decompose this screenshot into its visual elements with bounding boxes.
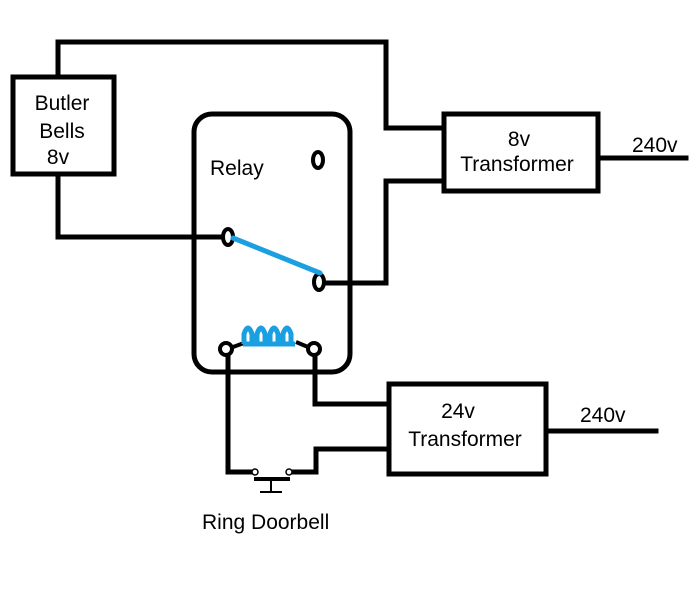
transformer-8v-label-line1: 8v <box>508 128 531 151</box>
coil-terminal-right <box>306 341 322 357</box>
transformer-24v-label-line1: 24v <box>441 400 475 423</box>
transformer-8v-input-label: 240v <box>632 134 678 157</box>
wire-bells-to-relay-common <box>55 171 224 240</box>
doorbell-push-button <box>228 468 316 493</box>
relay-armature <box>230 235 323 276</box>
relay-contact-no <box>312 272 326 292</box>
wire-bells-to-8v-transformer <box>55 39 446 131</box>
relay-contact-nc <box>311 150 325 170</box>
butler-bells-box <box>10 74 117 177</box>
wire-relay-no-to-8v-transformer <box>322 178 446 286</box>
wire-24v-transformer-to-doorbell <box>291 446 392 475</box>
doorbell-label: Ring Doorbell <box>202 511 329 534</box>
transformer-8v-box <box>441 111 601 194</box>
coil-terminal-left <box>218 341 234 357</box>
transformer-8v-label-line2: Transformer <box>460 153 574 176</box>
transformer-24v-input-label: 240v <box>580 404 626 427</box>
relay-box <box>191 111 353 375</box>
butler-bells-label-line3: 8v <box>47 146 70 169</box>
butler-bells-label-line1: Butler <box>35 92 90 115</box>
butler-bells-label-line2: Bells <box>39 120 85 143</box>
relay-coil <box>218 325 322 357</box>
wire-coil-right-to-24v-transformer <box>312 353 392 407</box>
transformer-24v-label-line2: Transformer <box>408 428 522 451</box>
relay-label: Relay <box>210 157 264 180</box>
